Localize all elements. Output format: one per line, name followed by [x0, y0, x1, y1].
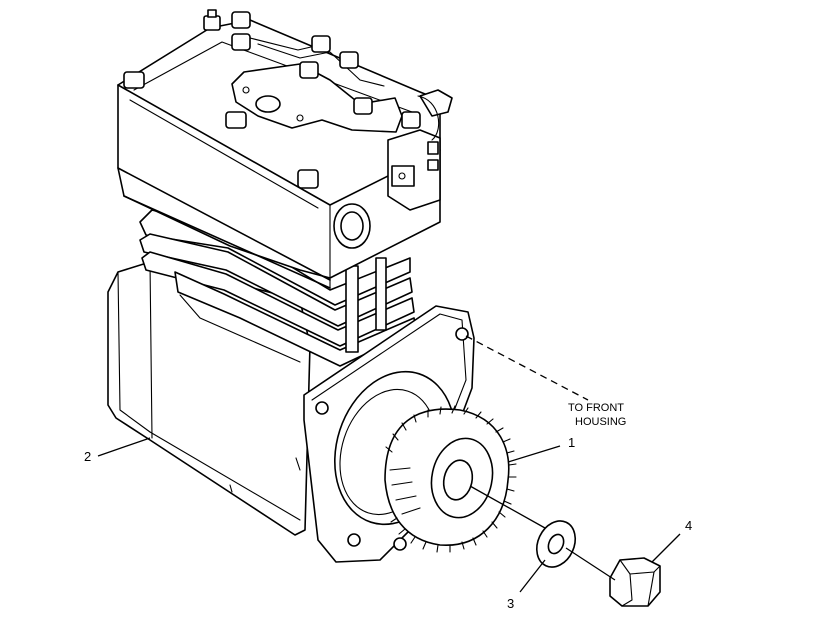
head-bolt	[401, 111, 421, 129]
callout-2: 2	[84, 449, 91, 464]
callout-2-leader	[97, 437, 151, 457]
head-bolts	[123, 9, 421, 189]
note-to-front-line1: TO FRONT	[568, 402, 624, 414]
callout-4-leader	[651, 533, 681, 563]
head-bolt	[353, 97, 373, 115]
compressor-crankcase	[107, 261, 311, 536]
head-bolt	[339, 51, 359, 69]
head-bolt	[225, 111, 247, 129]
callout-3-leader	[519, 559, 546, 593]
head-bolt	[299, 61, 319, 79]
assembly-axis-line	[565, 547, 616, 581]
assembly-axis-line	[469, 485, 546, 529]
drive-gear	[384, 405, 517, 553]
head-bolt	[123, 71, 145, 89]
front-housing-dashed-line	[465, 335, 589, 401]
callout-1: 1	[568, 435, 575, 450]
note-to-front-line2: HOUSING	[575, 416, 626, 428]
callout-4: 4	[685, 518, 692, 533]
callout-1-leader	[507, 445, 561, 463]
nut	[609, 557, 661, 607]
head-bolt	[203, 9, 221, 31]
head-bolt	[311, 35, 331, 53]
head-bolt	[231, 33, 251, 51]
cylinder-head	[117, 19, 453, 289]
head-bolt	[297, 169, 319, 189]
callout-3: 3	[507, 596, 514, 611]
head-bolt	[231, 11, 251, 29]
